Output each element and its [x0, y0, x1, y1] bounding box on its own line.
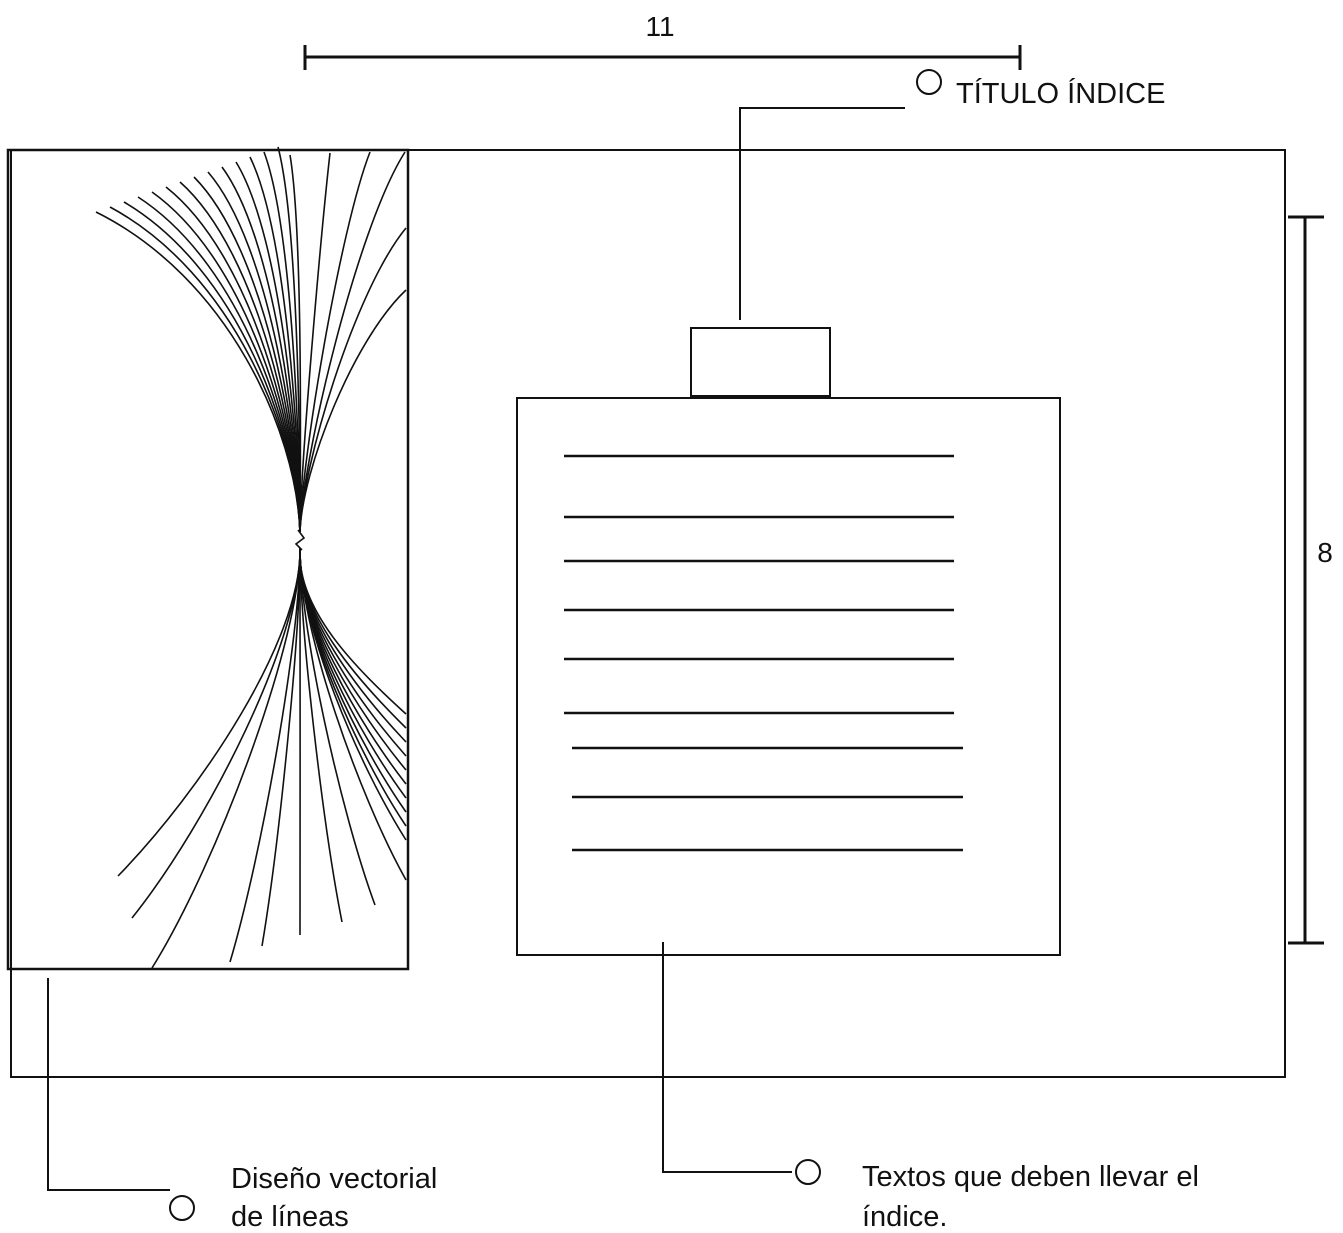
fan-curve [299, 547, 407, 841]
vector-line-fan [95, 146, 407, 969]
fan-curve [299, 547, 407, 715]
fan-curve [299, 289, 407, 533]
texts-leader [662, 942, 821, 1185]
title-callout-label: TÍTULO ÍNDICE [956, 77, 1165, 110]
vector-design-panel [6, 148, 410, 971]
texts-marker-circle [795, 1159, 821, 1185]
index-content-box [516, 397, 1061, 956]
title-marker-circle [916, 69, 942, 95]
height-dimension [1288, 215, 1324, 945]
fan-curve [229, 547, 301, 963]
fan-curve [117, 547, 301, 877]
fan-curve [151, 547, 301, 969]
vector-design-label-line2: de líneas [231, 1201, 349, 1233]
fan-curve [299, 151, 371, 533]
vector-design-label-line1: Diseño vectorial [231, 1163, 437, 1195]
width-dimension [303, 45, 1022, 70]
page-frame [10, 149, 1286, 1078]
fan-curve [299, 152, 331, 533]
fan-curve [289, 154, 302, 533]
fan-curve [294, 529, 306, 551]
index-text-lines [564, 454, 963, 852]
vector-design-leader [47, 978, 195, 1221]
index-title-box [690, 327, 831, 397]
width-dimension-label: 11 [645, 11, 674, 42]
texts-label-line2: índice. [862, 1201, 947, 1233]
fan-curve [193, 176, 301, 533]
fan-curve [261, 547, 301, 947]
fan-curve [299, 227, 407, 533]
vector-design-marker-circle [169, 1195, 195, 1221]
height-dimension-label: 8 [1317, 537, 1333, 568]
title-leader [739, 69, 942, 320]
texts-label-line1: Textos que deben llevar el [862, 1161, 1199, 1193]
fan-curve [299, 547, 407, 799]
